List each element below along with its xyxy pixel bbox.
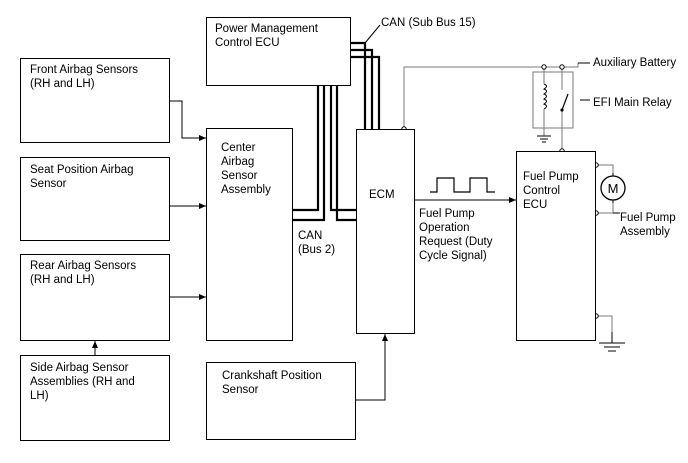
ecm-block: ECM [356,129,415,334]
fuel-pump-request-label: Fuel Pump Operation Request (Duty Cycle … [419,208,493,262]
center-airbag-sensor-block: Center Airbag Sensor Assembly [206,128,293,341]
can-bus-2-lines [293,86,356,222]
relay-coil-icon [542,83,547,110]
crankshaft-sensor-block: Crankshaft Position Sensor [206,362,356,440]
crankshaft-line [356,334,386,401]
crankshaft-sensor-label: Crankshaft Position Sensor [222,370,322,396]
seat-position-sensor-label: Seat Position Airbag Sensor [30,164,134,190]
arrow-crankshaft [382,334,388,341]
front-airbag-sensors-label: Front Airbag Sensors (RH and LH) [30,64,139,90]
fuel-pump-ecu-block: Fuel Pump Control ECU [516,151,596,341]
arrow-side-airbag [92,341,98,348]
can-sub-bus-leader [364,24,381,44]
efi-main-relay-box [532,71,574,129]
arrow-seat-position [199,203,206,209]
can-sub-bus-label: CAN (Sub Bus 15) [381,17,476,29]
relay-ground-icon [537,135,551,143]
front-airbag-sensors-block: Front Airbag Sensors (RH and LH) [20,58,170,143]
center-airbag-sensor-label: Center Airbag Sensor Assembly [221,142,271,196]
can-bus2-label: CAN (Bus 2) [298,230,336,256]
duty-cycle-waveform [430,177,495,193]
arrow-fuel-pump-request [509,197,516,203]
arrow-front-airbag [199,135,206,141]
power-management-ecu-block: Power Management Control ECU [206,17,351,86]
auxiliary-battery-label: Auxiliary Battery [593,57,677,69]
power-management-ecu-label: Power Management Control ECU [215,23,318,49]
side-airbag-assemblies-block: Side Airbag Sensor Assemblies (RH and LH… [20,355,170,441]
fuel-pump-ecu-label: Fuel Pump Control ECU [523,171,579,211]
fuel-pump-ground-icon [599,332,625,352]
side-airbag-assemblies-label: Side Airbag Sensor Assemblies (RH and LH… [30,362,135,402]
efi-main-relay-label: EFI Main Relay [593,97,672,109]
seat-position-sensor-block: Seat Position Airbag Sensor [20,157,170,241]
ecm-label: ECM [369,189,395,201]
rear-airbag-sensors-block: Rear Airbag Sensors (RH and LH) [20,254,170,341]
rear-airbag-sensors-label: Rear Airbag Sensors (RH and LH) [30,260,137,286]
can-sub-bus-15-lines [351,41,381,130]
relay-switch-icon [561,93,569,111]
fuel-pump-assembly-label: Fuel Pump Assembly [620,212,676,238]
arrow-rear-airbag [199,294,206,300]
motor-symbol: M [608,181,619,196]
